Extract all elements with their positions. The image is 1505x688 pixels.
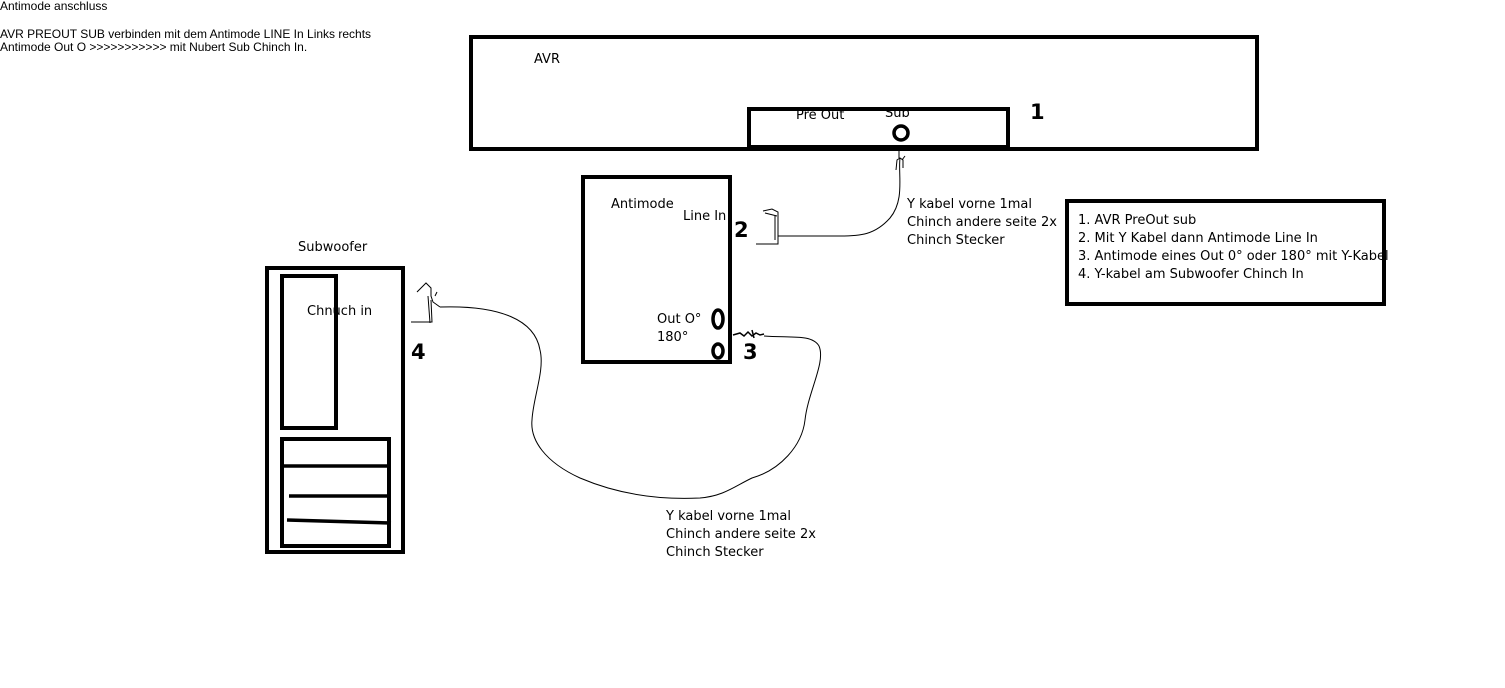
subwoofer-box — [265, 266, 405, 554]
antimode-180-label: 180° — [657, 330, 689, 345]
subwoofer-label: Subwoofer — [298, 240, 368, 255]
avr-sub-label: Sub — [885, 106, 910, 121]
cable-note-line: Y kabel vorne 1mal — [907, 197, 1032, 212]
step-number-1: 1 — [1030, 100, 1045, 124]
step-item: 1. AVR PreOut sub — [1078, 213, 1197, 228]
note-line-2: Antimode Out O >>>>>>>>>>> mit Nubert Su… — [0, 40, 308, 54]
subwoofer-upper-panel — [280, 274, 338, 430]
avr-sub-jack — [892, 124, 910, 142]
step-item: 3. Antimode eines Out 0° oder 180° mit Y… — [1078, 249, 1389, 264]
subwoofer-slot-line — [286, 518, 392, 525]
cable-note-line: Chinch andere seite 2x — [666, 527, 816, 542]
step-item: 2. Mit Y Kabel dann Antimode Line In — [1078, 231, 1318, 246]
subwoofer-lower-panel — [280, 437, 391, 548]
cable-note-line: Chinch Stecker — [666, 545, 764, 560]
subwoofer-chinch-in-label: Chnuch in — [307, 304, 373, 319]
steps-list: 1. AVR PreOut sub 2. Mit Y Kabel dann An… — [1078, 212, 1389, 284]
y-cable-top-plug-antimode — [756, 208, 779, 245]
antimode-box — [581, 175, 732, 364]
y-cable-top — [778, 157, 901, 237]
steps-box — [1065, 199, 1386, 306]
step-item: 4. Y-kabel am Subwoofer Chinch In — [1078, 267, 1304, 282]
cable-note-top: Y kabel vorne 1mal Chinch andere seite 2… — [907, 196, 1057, 250]
antimode-label: Antimode — [611, 197, 674, 212]
step-number-3: 3 — [743, 340, 758, 364]
avr-box — [469, 35, 1259, 151]
step-number-2: 2 — [734, 218, 749, 242]
step-number-4: 4 — [411, 340, 426, 364]
y-cable-bottom — [439, 306, 821, 499]
y-cable-top-plug-avr — [895, 150, 906, 171]
cable-note-line: Chinch Stecker — [907, 233, 1005, 248]
y-cable-bottom-plug-subwoofer — [411, 282, 441, 324]
cable-note-line: Chinch andere seite 2x — [907, 215, 1057, 230]
y-cable-bottom-plug-antimode — [732, 329, 765, 339]
avr-preout-panel — [747, 107, 1010, 149]
avr-label: AVR — [534, 52, 560, 67]
antimode-out-180-jack — [711, 342, 725, 360]
antimode-out-label: Out O° — [657, 312, 702, 327]
cable-note-bottom: Y kabel vorne 1mal Chinch andere seite 2… — [666, 508, 816, 562]
cable-note-line: Y kabel vorne 1mal — [666, 509, 791, 524]
avr-preout-label: Pre Out — [796, 108, 845, 123]
antimode-out-0-jack — [711, 308, 725, 330]
page-title: Antimode anschluss — [0, 0, 108, 13]
antimode-line-in-label: Line In — [683, 209, 727, 224]
note-line-1: AVR PREOUT SUB verbinden mit dem Antimod… — [0, 27, 372, 41]
